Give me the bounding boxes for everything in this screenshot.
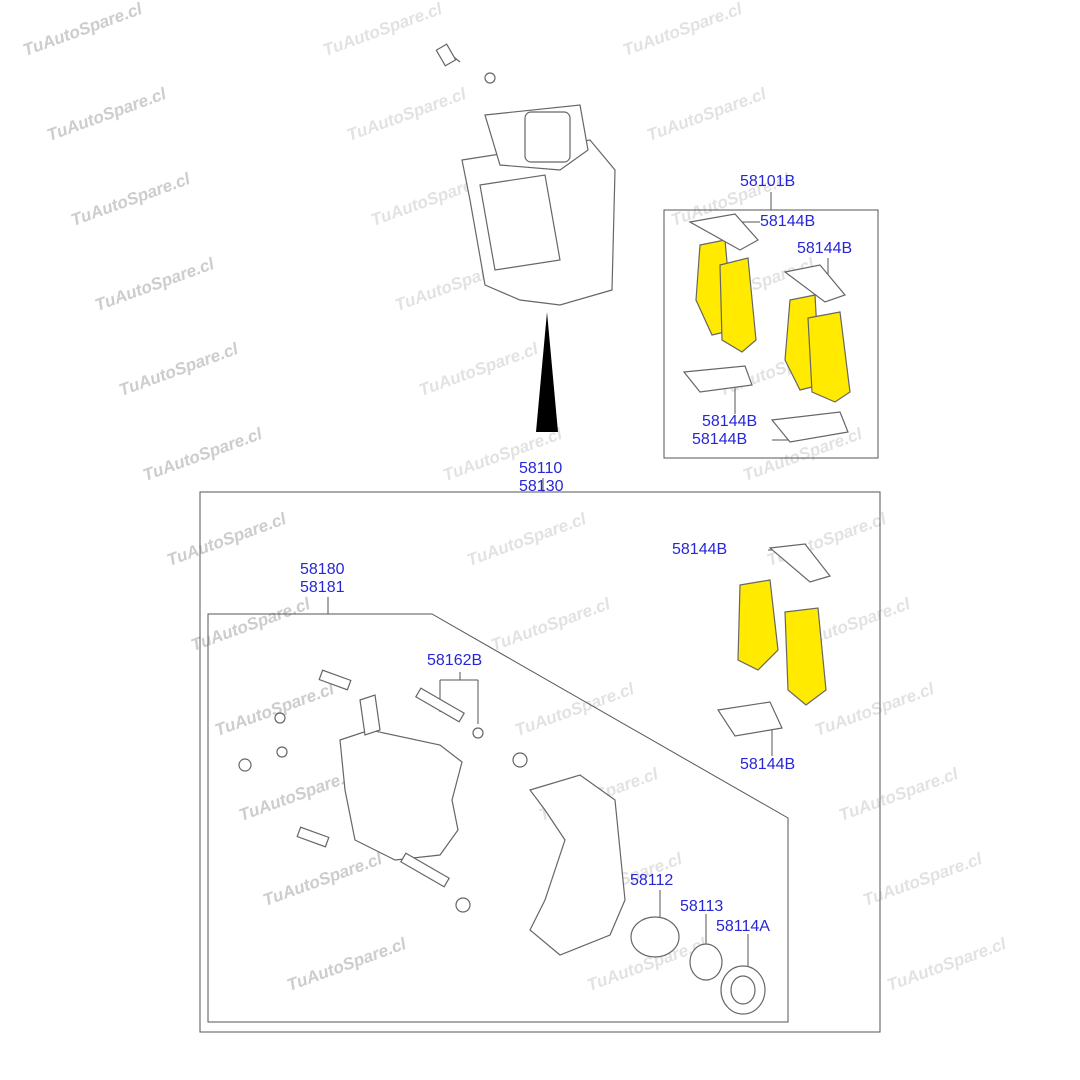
label-58114A[interactable]: 58114A [716, 918, 770, 935]
assembly-arrow [536, 312, 558, 432]
brake-pads-kit [682, 213, 851, 443]
label-58144B-f[interactable]: 58144B [740, 756, 796, 773]
caliper-body [339, 729, 463, 861]
label-58144B-b[interactable]: 58144B [797, 240, 853, 257]
label-58144B-d[interactable]: 58144B [692, 431, 748, 448]
caliper-assembly-top [435, 43, 616, 306]
caliper-box [207, 613, 789, 1023]
caliper-bracket [529, 774, 626, 956]
label-58112[interactable]: 58112 [630, 872, 674, 889]
label-58162B[interactable]: 58162B [427, 652, 483, 669]
label-58101B[interactable]: 58101B [740, 173, 796, 190]
label-58144B-a[interactable]: 58144B [760, 213, 816, 230]
label-58130[interactable]: 58130 [519, 478, 564, 495]
label-58180[interactable]: 58180 [300, 561, 345, 578]
assembly-box [199, 491, 881, 1033]
caliper-parts [238, 669, 766, 1015]
label-58144B-c[interactable]: 58144B [702, 413, 758, 430]
piston [630, 916, 680, 958]
label-58113[interactable]: 58113 [680, 898, 724, 915]
brake-pads-assembly [716, 543, 832, 737]
label-58110[interactable]: 58110 [519, 460, 563, 477]
label-58181[interactable]: 58181 [300, 579, 345, 596]
label-58144B-e[interactable]: 58144B [672, 541, 728, 558]
